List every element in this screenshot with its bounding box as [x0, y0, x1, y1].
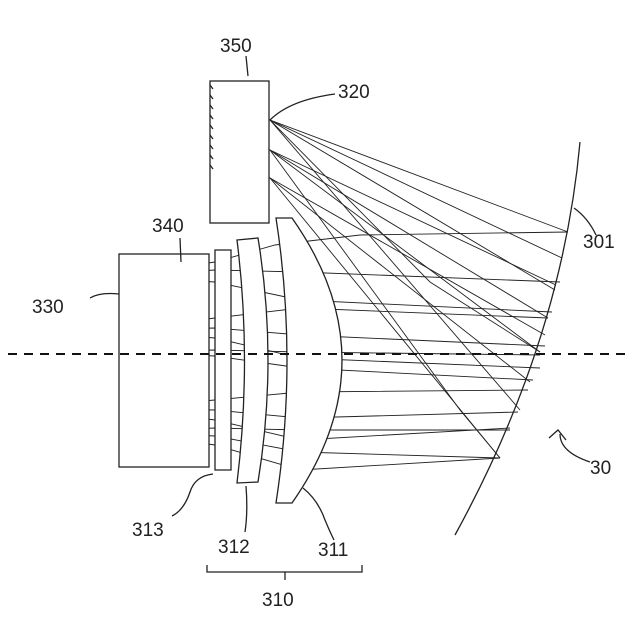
lens-312 — [237, 238, 268, 483]
label-313: 313 — [132, 520, 164, 541]
label-312: 312 — [218, 537, 250, 558]
reflector-301 — [455, 142, 580, 535]
label-350: 350 — [220, 36, 252, 57]
lens-311 — [276, 218, 342, 503]
label-310: 310 — [262, 590, 294, 611]
lens-313 — [215, 250, 231, 470]
label-30: 30 — [590, 458, 611, 479]
label-340: 340 — [152, 216, 184, 237]
label-311: 311 — [318, 540, 348, 561]
label-320: 320 — [338, 82, 370, 103]
label-301: 301 — [583, 232, 615, 253]
label-330: 330 — [32, 297, 64, 318]
element-350-block — [210, 81, 269, 223]
element-330-block — [119, 254, 209, 467]
